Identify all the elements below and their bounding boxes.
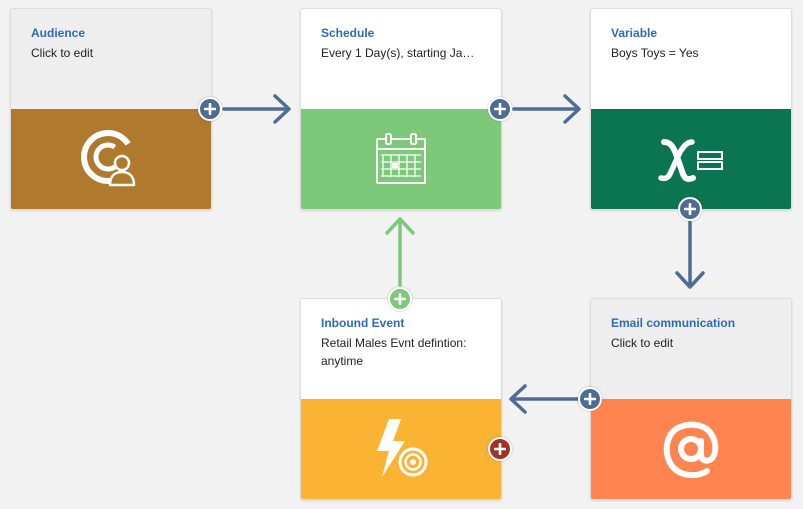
connector-email-inbound (509, 384, 580, 414)
node-title: Audience (31, 26, 86, 40)
node-title: Variable (611, 26, 658, 40)
variable-x-icon (658, 139, 723, 182)
lightning-target-icon (377, 419, 428, 477)
plus-icon (684, 203, 696, 215)
node-schedule[interactable]: Schedule Every 1 Day(s), starting Ja… (300, 8, 502, 210)
plus-icon (204, 103, 216, 115)
node-audience[interactable]: Audience Click to edit (10, 8, 212, 210)
add-step-button-email[interactable] (578, 387, 602, 411)
calendar-icon (376, 133, 426, 184)
node-email-communication[interactable]: Email communication Click to edit (590, 298, 792, 500)
node-title: Schedule (321, 26, 375, 40)
connector-audience-schedule (222, 94, 291, 124)
audience-target-person-icon (81, 130, 136, 187)
plus-icon (494, 103, 506, 115)
connector-schedule-variable (512, 94, 581, 124)
node-description: Every 1 Day(s), starting Ja… (321, 46, 475, 60)
node-description: Click to edit (611, 336, 674, 350)
add-step-button-audience[interactable] (198, 97, 222, 121)
add-step-button-inbound[interactable] (388, 287, 412, 311)
plus-icon (584, 393, 596, 405)
node-variable[interactable]: Variable Boys Toys = Yes (590, 8, 792, 210)
node-description: Retail Males Evnt defintion: anytime (321, 336, 467, 368)
node-description: Click to edit (31, 46, 94, 60)
add-branch-button-inbound[interactable] (488, 437, 512, 461)
node-title: Inbound Event (321, 316, 405, 330)
connector-inbound-schedule (385, 217, 415, 287)
node-description: Boys Toys = Yes (611, 46, 699, 60)
at-sign-icon (663, 421, 719, 479)
add-step-button-variable[interactable] (678, 197, 702, 221)
plus-icon (494, 443, 506, 455)
connector-variable-email (675, 220, 705, 289)
node-inbound-event[interactable]: Inbound Event Retail Males Evnt defintio… (300, 298, 502, 500)
node-title: Email communication (611, 316, 736, 330)
add-step-button-schedule[interactable] (488, 97, 512, 121)
plus-icon (394, 293, 406, 305)
